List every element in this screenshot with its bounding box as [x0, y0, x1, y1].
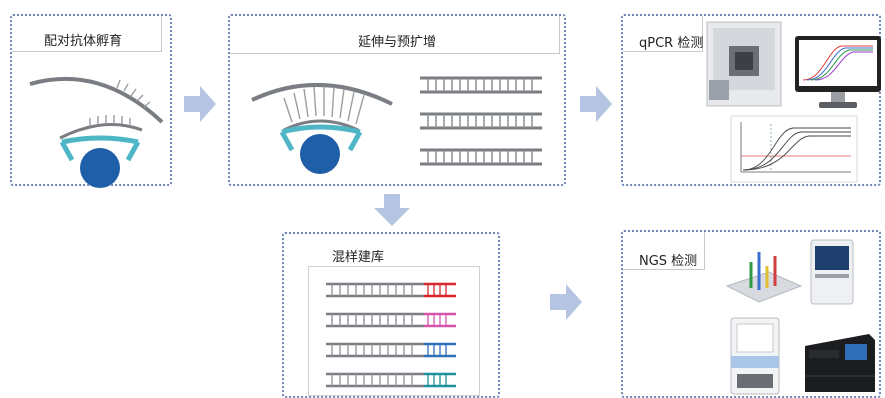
antibody-extension-icon	[251, 82, 393, 174]
qpcr-panel: qPCR 检测	[621, 14, 881, 186]
ngs-panel: NGS 检测	[621, 230, 881, 398]
qpcr-monitor-icon	[795, 36, 881, 108]
sequencer-icon	[805, 334, 875, 392]
library-title: 混样建库	[332, 250, 385, 265]
dna-duplex-icon	[420, 76, 542, 166]
down-arrow	[374, 194, 410, 226]
extension-panel: 延伸与预扩增	[228, 14, 566, 186]
qpcr-plate-icon	[706, 21, 782, 107]
incubation-panel: 配对抗体孵育	[10, 14, 172, 188]
extension-title-box	[230, 16, 560, 54]
antibody-pair-icon	[29, 76, 164, 188]
right-arrow	[550, 284, 582, 320]
library-panel: 混样建库	[282, 232, 500, 398]
sequencer-icon	[810, 239, 854, 305]
qpcr-title-box	[623, 16, 703, 52]
ngs-title-box	[623, 232, 705, 270]
sequencing-flowcell-icon	[725, 252, 803, 303]
barcoded-library-icon	[326, 282, 456, 388]
ngs-title: NGS 检测	[639, 254, 698, 269]
qpcr-title: qPCR 检测	[639, 36, 704, 51]
extension-title: 延伸与预扩增	[358, 35, 437, 50]
amplification-curve-icon	[730, 115, 858, 183]
sequencer-icon	[730, 317, 780, 395]
incubation-title: 配对抗体孵育	[44, 34, 123, 49]
right-arrow	[184, 86, 216, 122]
incubation-title-box	[12, 16, 162, 52]
right-arrow	[580, 86, 612, 122]
